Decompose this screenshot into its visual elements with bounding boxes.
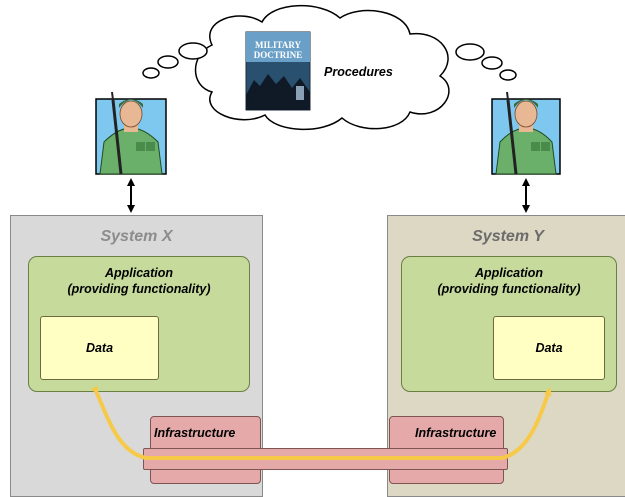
infrastructure-y-label: Infrastructure bbox=[415, 426, 497, 440]
application-x-label: Application bbox=[104, 266, 174, 280]
application-y-label: Application bbox=[474, 266, 544, 280]
data-x-box: Data bbox=[40, 316, 159, 380]
soldier-right-icon bbox=[491, 91, 561, 175]
military-doctrine-book-icon: MILITARY DOCTRINE bbox=[245, 31, 311, 111]
data-y-box: Data bbox=[493, 316, 605, 380]
application-x-sublabel: (providing functionality) bbox=[67, 282, 211, 296]
system-x-title: System X bbox=[100, 228, 173, 245]
book-title-line2: DOCTRINE bbox=[254, 50, 303, 60]
data-link-line bbox=[90, 385, 552, 460]
soldier-left-icon bbox=[95, 91, 167, 175]
application-y-sublabel: (providing functionality) bbox=[437, 282, 581, 296]
infrastructure-x-label: Infrastructure bbox=[154, 426, 236, 440]
procedures-label: Procedures bbox=[324, 65, 393, 79]
system-y-title: System Y bbox=[472, 228, 544, 245]
book-title-line1: MILITARY bbox=[255, 40, 302, 50]
